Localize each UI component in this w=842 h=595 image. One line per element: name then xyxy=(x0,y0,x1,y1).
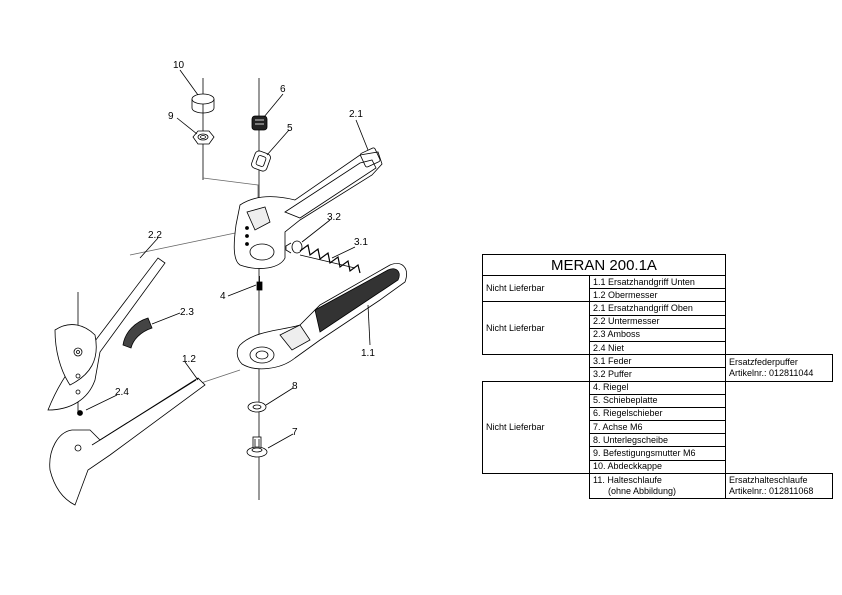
callout-2-2: 2.2 xyxy=(148,230,162,241)
callout-4: 4 xyxy=(220,291,226,302)
callout-3-1: 3.1 xyxy=(354,237,368,248)
spare-note-article: Artikelnr.: 012811044 xyxy=(729,367,814,378)
callout-9: 9 xyxy=(168,111,174,122)
part-10-cover-cap xyxy=(191,93,215,114)
part-item: 5. Schiebeplatte xyxy=(589,393,726,408)
spare-note-name: Ersatzhalteschlaufe xyxy=(729,474,808,485)
part-2-1-upper-handle xyxy=(233,147,383,269)
part-2-3-anvil xyxy=(122,317,153,349)
part-item: 2.1 Ersatzhandgriff Oben xyxy=(589,301,726,316)
part-7-axle xyxy=(246,436,268,458)
status-cell: Nicht Lieferbar xyxy=(482,380,590,474)
callout-10: 10 xyxy=(173,60,185,71)
status-cell: Nicht Lieferbar xyxy=(482,301,590,356)
part-item: 2.3 Amboss xyxy=(589,327,726,342)
callout-1-1: 1.1 xyxy=(361,348,375,359)
part-item: 10. Abdeckkappe xyxy=(589,459,726,474)
callout-7: 7 xyxy=(292,427,298,438)
callout-8: 8 xyxy=(292,381,298,392)
part-1-1-lower-handle xyxy=(236,263,407,370)
part-item: 4. Riegel xyxy=(589,380,726,395)
part-1-2-upper-blade xyxy=(49,377,206,506)
part-item-line: 11. Halteschlaufe xyxy=(593,474,662,485)
spare-note: Ersatzfederpuffer Artikelnr.: 012811044 xyxy=(725,354,833,382)
part-item: 8. Unterlegscheibe xyxy=(589,433,726,448)
callout-3-2: 3.2 xyxy=(327,212,341,223)
part-9-nut xyxy=(192,130,215,145)
parts-table: MERAN 200.1A Nicht Lieferbar 1.1 Ersatzh… xyxy=(482,254,833,499)
part-item: 2.2 Untermesser xyxy=(589,314,726,329)
part-item: 1.2 Obermesser xyxy=(589,288,726,303)
part-5-slide-plate xyxy=(251,150,271,172)
callout-1-2: 1.2 xyxy=(182,354,196,365)
part-item-line: (ohne Abbildung) xyxy=(593,485,677,496)
callout-2-3: 2.3 xyxy=(180,307,194,318)
part-8-washer xyxy=(247,401,267,413)
callout-2-1: 2.1 xyxy=(349,109,363,120)
spare-note-article: Artikelnr.: 012811068 xyxy=(729,485,814,496)
part-item: 9. Befestigungsmutter M6 xyxy=(589,446,726,461)
part-6-latch-slider xyxy=(251,115,268,131)
part-3-1-spring xyxy=(299,243,361,274)
part-2-2-lower-blade xyxy=(47,257,166,411)
spare-note-name: Ersatzfederpuffer xyxy=(729,356,798,367)
callout-2-4: 2.4 xyxy=(115,387,129,398)
callout-5: 5 xyxy=(287,123,293,134)
spare-note: Ersatzhalteschlaufe Artikelnr.: 01281106… xyxy=(725,472,833,499)
part-item: 7. Achse M6 xyxy=(589,420,726,435)
table-title: MERAN 200.1A xyxy=(482,254,726,276)
part-item: 11. Halteschlaufe (ohne Abbildung) xyxy=(589,472,726,499)
part-4-latch xyxy=(256,276,263,291)
part-item: 6. Riegelschieber xyxy=(589,406,726,422)
part-item: 1.1 Ersatzhandgriff Unten xyxy=(589,274,726,290)
part-item: 3.1 Feder xyxy=(589,354,726,369)
part-item: 3.2 Puffer xyxy=(589,367,726,382)
part-item: 2.4 Niet xyxy=(589,340,726,356)
part-2-4-rivet xyxy=(77,410,83,416)
status-cell: Nicht Lieferbar xyxy=(482,274,590,303)
part-3-2-buffer xyxy=(285,240,303,254)
callout-6: 6 xyxy=(280,84,286,95)
